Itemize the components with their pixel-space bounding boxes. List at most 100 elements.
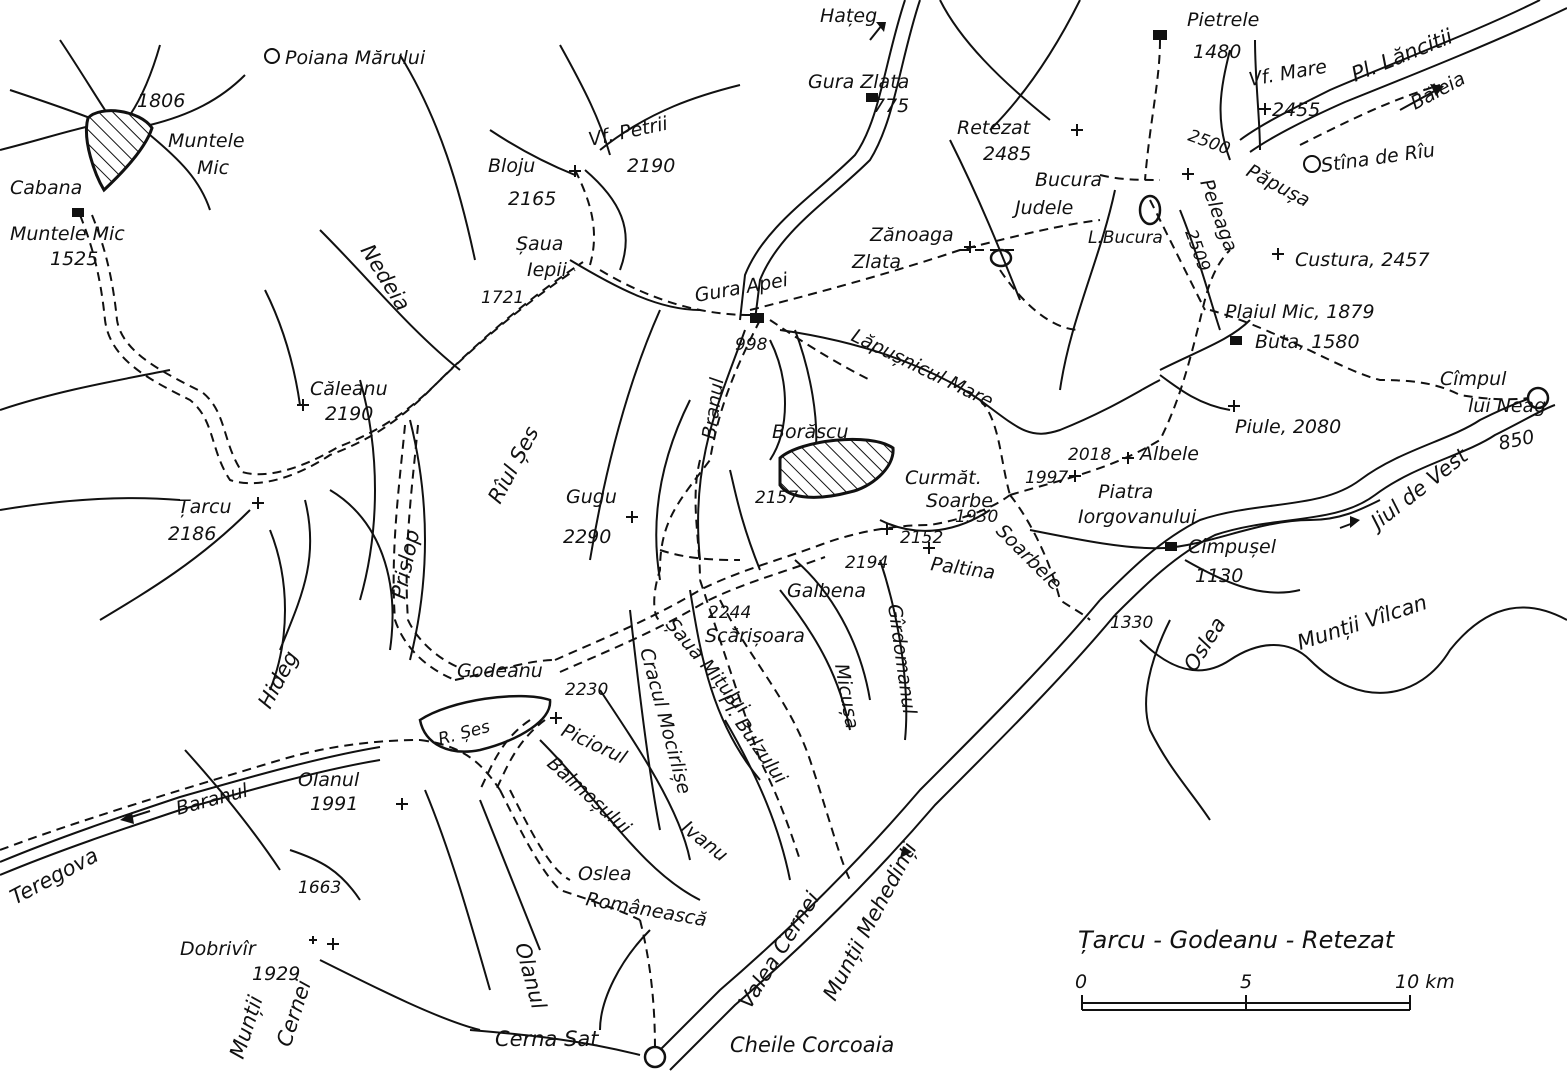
cabin-pietrele	[1153, 30, 1167, 40]
muntele-mic-hatch	[85, 109, 154, 193]
label-1721: 1721	[481, 288, 524, 308]
label-branul: Branul	[698, 376, 728, 441]
scale-tick-0: 0	[1075, 971, 1087, 993]
markers	[72, 22, 1550, 1069]
label-galbena: Galbena	[787, 580, 866, 602]
label-retezat: Retezat	[957, 117, 1032, 139]
label-gura-zlata: Gura Zlata	[808, 71, 909, 93]
cabin-buta	[1230, 336, 1242, 345]
label-custura: Custura, 2457	[1295, 249, 1430, 271]
label-zlata: Zlata	[851, 251, 901, 273]
label-bucura: Bucura	[1035, 169, 1102, 191]
label-iorgovanului: Iorgovanului	[1078, 506, 1197, 528]
label-scarisoara: Scărișoara	[705, 625, 805, 647]
label-piule: Piule, 2080	[1235, 416, 1341, 438]
label-olanul-1991: Olanul	[298, 769, 360, 791]
label-lapusnicul: Lăpușnicul Mare	[848, 325, 997, 413]
label-tarcu: Țarcu	[178, 496, 232, 518]
label-r-ses: R. Șes	[436, 717, 492, 750]
village-circle-campul	[1526, 386, 1550, 410]
label-campul: Cîmpul	[1440, 368, 1507, 390]
label-2500: 2500	[1185, 126, 1232, 160]
label-l-bucura: L.Bucura	[1088, 228, 1163, 248]
label-hideg: Hideg	[253, 647, 303, 712]
label-cabana-alt: 1525	[50, 248, 98, 270]
label-pietrele-alt: 1480	[1193, 41, 1241, 63]
trails	[0, 39, 1531, 1051]
label-peleaga-alt: 2509	[1180, 227, 1214, 274]
map-legend: Țarcu - Godeanu - Retezat 0 5 10 km	[1075, 926, 1455, 1011]
village-circle-stina	[1303, 155, 1321, 173]
label-muntii: Munții	[225, 992, 268, 1061]
label-2152: 2152	[900, 528, 943, 548]
label-1663: 1663	[298, 878, 341, 898]
label-cabana-muntele-mic: Muntele Mic	[10, 223, 125, 245]
label-998: 998	[735, 335, 768, 355]
label-caleanu-alt: 2190	[325, 403, 373, 425]
lake-bucura	[1138, 194, 1162, 226]
label-muntele-mic-2: Mic	[197, 157, 230, 179]
label-oslea-e: Oslea	[1179, 613, 1231, 676]
label-buta: Buta, 1580	[1255, 331, 1360, 353]
label-1997: 1997	[1025, 468, 1068, 488]
label-cerna-sat: Cerna Sat	[495, 1027, 599, 1051]
label-retezat-alt: 2485	[983, 143, 1031, 165]
label-judele: Judele	[1011, 197, 1073, 219]
label-vf-petrii-alt: 2190	[627, 155, 675, 177]
cabin-gura-apei	[750, 313, 764, 323]
label-vf-mare: Vf. Mare	[1247, 56, 1329, 91]
label-papusa: Păpușa	[1243, 160, 1314, 212]
label-1806: 1806	[137, 90, 185, 112]
scale-tick-10: 10 km	[1395, 971, 1455, 993]
label-bloju: Bloju	[488, 155, 535, 177]
label-soarbe: Soarbe	[926, 490, 993, 512]
borascu-hatch	[778, 437, 895, 499]
label-bloju-alt: 2165	[508, 188, 556, 210]
label-hateg: Hațeg	[820, 5, 877, 27]
hatched-areas	[85, 109, 895, 499]
lake-r-ses	[418, 694, 552, 753]
label-dobrivir: Dobrivîr	[180, 938, 257, 960]
label-cabana: Cabana	[10, 177, 82, 199]
label-2244: 2244	[708, 603, 751, 623]
label-saua: Șaua	[516, 233, 563, 255]
label-muntii-mehedinti: Munții Mehedinți	[818, 838, 921, 1004]
village-circle-poiana	[264, 48, 280, 64]
label-borascu: Borăscu	[772, 421, 849, 443]
label-muntele-mic-1: Muntele	[168, 130, 245, 152]
label-paltina: Paltina	[929, 553, 996, 584]
label-borascu-alt: 2157	[755, 488, 798, 508]
label-oslea-romaneasca: Oslea	[578, 863, 631, 885]
label-plaiul-mic: Plaiul Mic, 1879	[1225, 301, 1375, 323]
label-1930: 1930	[955, 507, 998, 527]
label-2194: 2194	[845, 553, 888, 573]
lake-zanoaga	[989, 248, 1013, 268]
label-jiul-de-vest: Jiul de Vest	[1363, 443, 1473, 536]
label-olanul-s: Olanul	[510, 940, 551, 1012]
label-albele: Albele	[1138, 443, 1199, 465]
label-iepii: Iepii	[527, 259, 568, 281]
label-poiana-marului: Poiana Mărului	[285, 47, 426, 69]
label-gugu: Gugu	[566, 486, 617, 508]
label-2018: 2018	[1068, 445, 1111, 465]
label-zanoaga: Zănoaga	[869, 224, 954, 246]
label-stina-de-riu: Stîna de Rîu	[1320, 139, 1437, 177]
label-2230: 2230	[565, 680, 608, 700]
label-olanul-alt: 1991	[310, 793, 358, 815]
label-campusel: Cîmpușel	[1188, 536, 1277, 558]
label-curmat: Curmăt.	[905, 467, 982, 489]
label-baleia: Băleia	[1407, 67, 1469, 114]
cabin-muntele-mic	[72, 208, 84, 217]
village-circle-cerna	[643, 1045, 667, 1069]
label-campusel-alt: 1130	[1195, 565, 1243, 587]
label-gugu-alt: 2290	[563, 526, 611, 548]
label-lui-neag: lui Neag	[1468, 395, 1546, 417]
lakes	[418, 194, 1162, 753]
label-piatra: Piatra	[1098, 481, 1153, 503]
cabin-gura-zlata	[866, 93, 878, 102]
label-vf-petrii: Vf. Petrii	[586, 113, 670, 151]
label-godeanu: Godeanu	[457, 660, 543, 682]
label-caleanu: Căleanu	[310, 378, 388, 400]
